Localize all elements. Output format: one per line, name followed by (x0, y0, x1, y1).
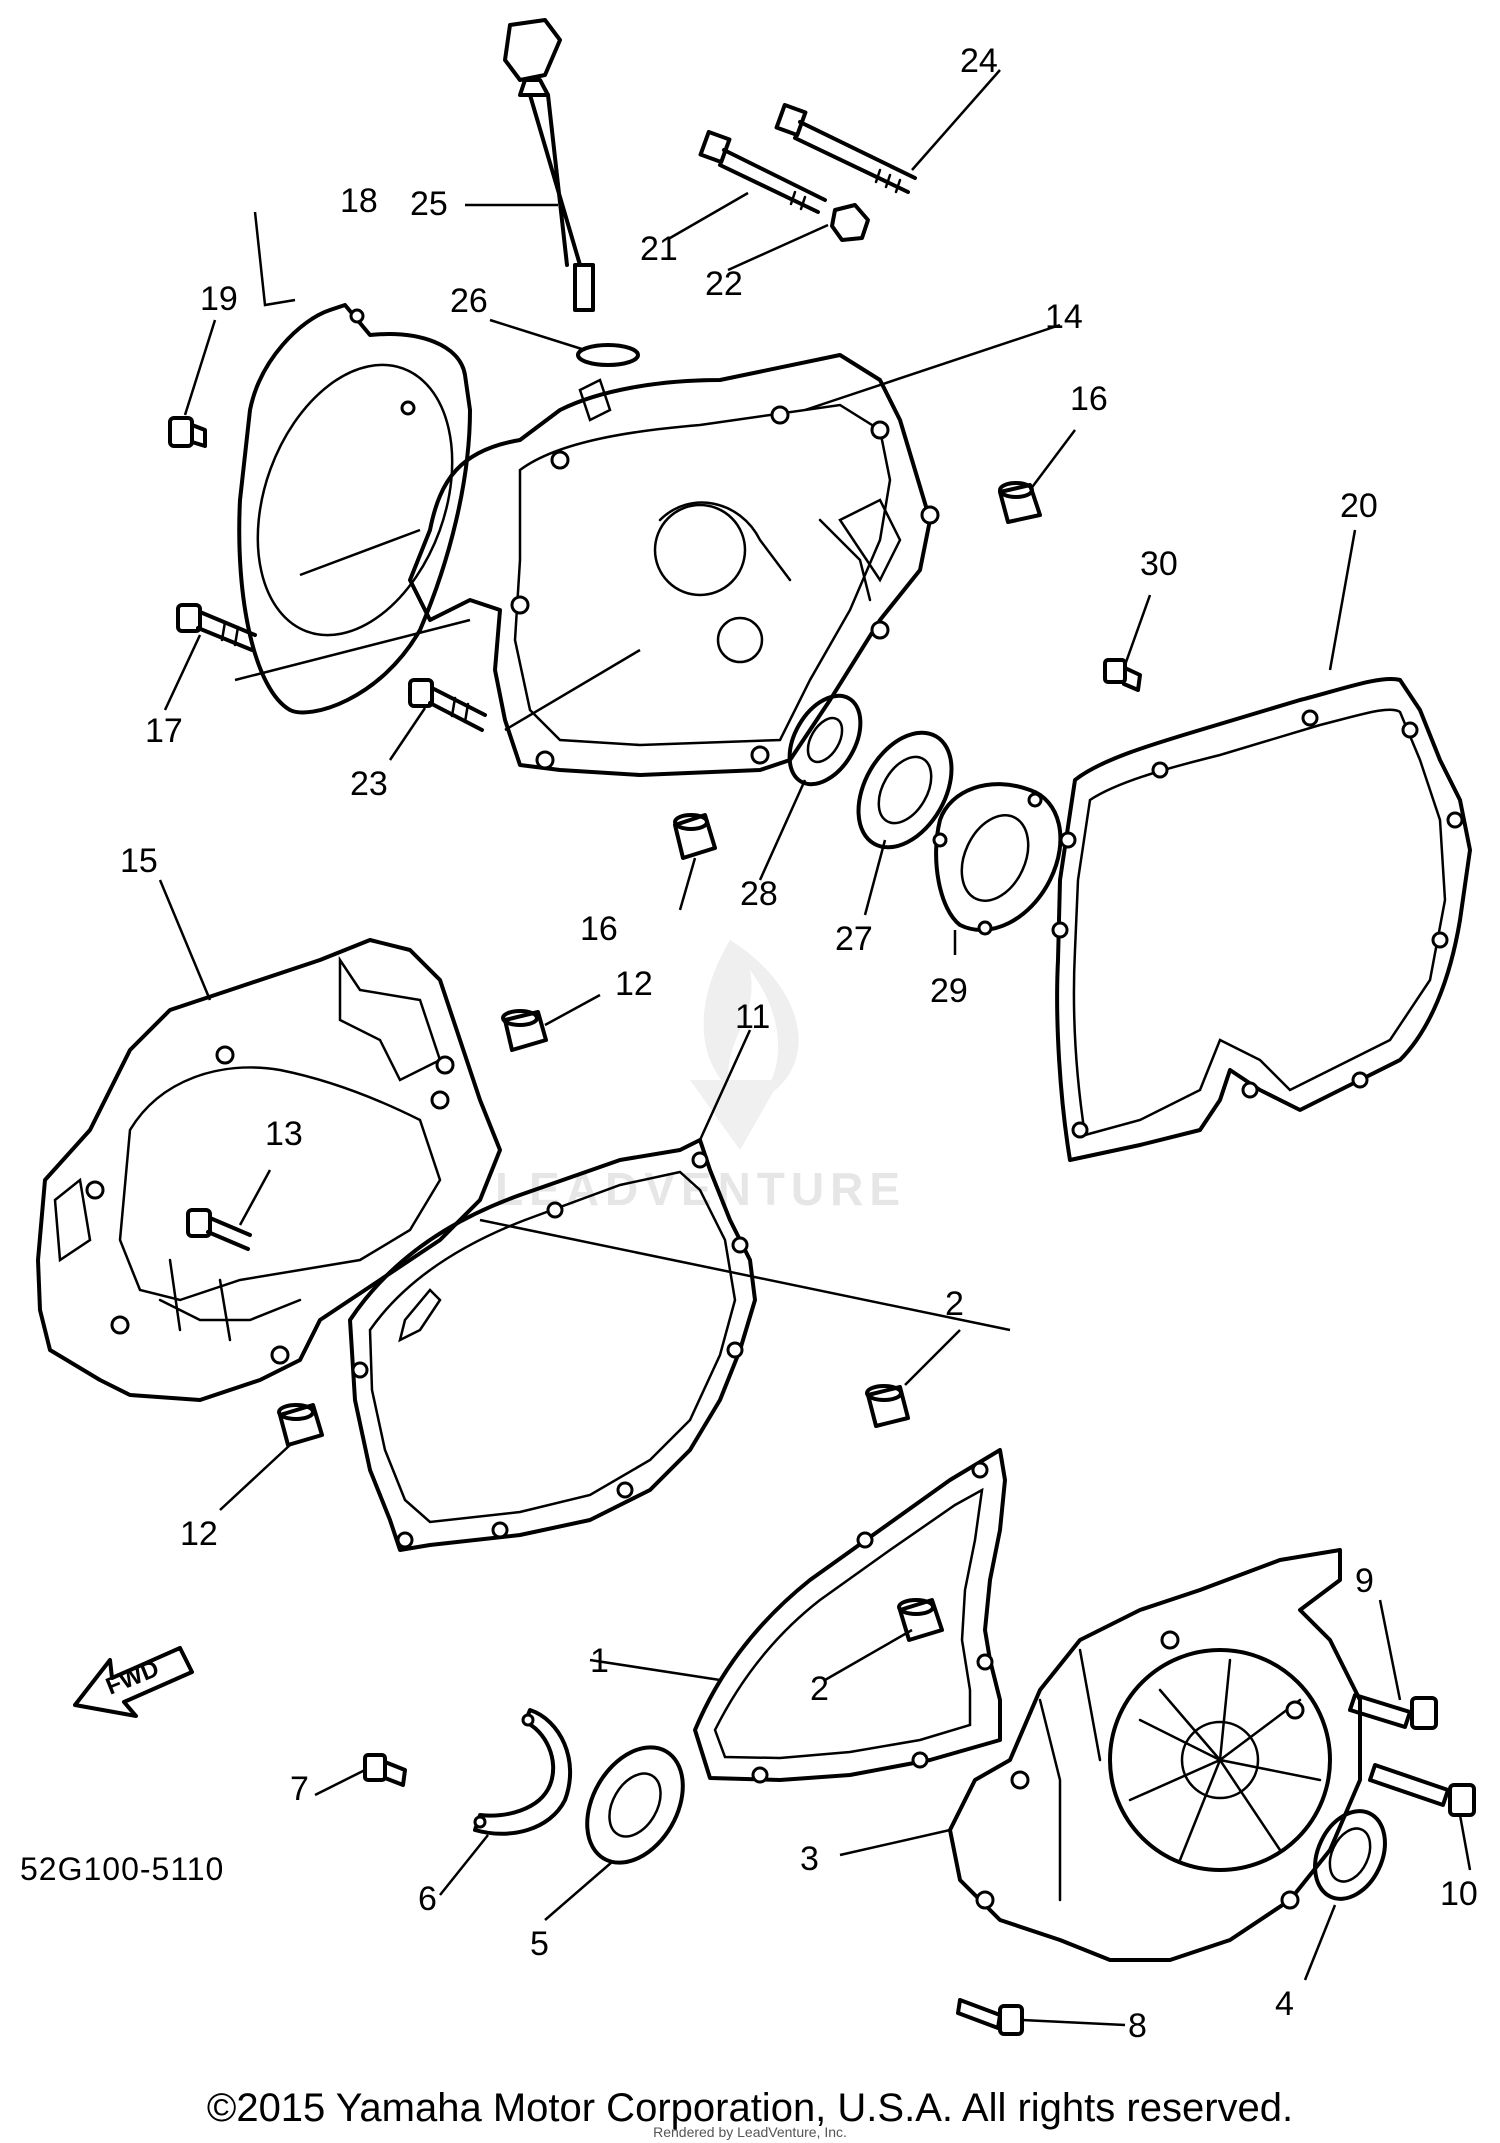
part-5-bearing (585, 1745, 685, 1865)
part-18-cover-plate (237, 303, 472, 715)
part-27-bearing (856, 730, 954, 850)
part-2-dowel-lower (897, 1598, 944, 1642)
part-22-nut (830, 203, 870, 242)
callout-9: 9 (1355, 1562, 1374, 1600)
callout-19: 19 (200, 280, 238, 318)
watermark-flame-logo (703, 940, 799, 1100)
callout-25: 25 (410, 185, 448, 223)
part-3-clutch-cover (948, 1548, 1362, 1962)
part-4-oil-seal (1313, 1809, 1387, 1901)
part-25-dipstick (503, 18, 595, 312)
callout-17: 17 (145, 712, 183, 750)
callout-30: 30 (1140, 545, 1178, 583)
part-13-bolt (186, 1208, 252, 1251)
callout-8: 8 (1128, 2007, 1147, 2045)
rendered-by-notice: Rendered by LeadVenture, Inc. (653, 2124, 847, 2140)
part-19-screw (168, 416, 207, 448)
callout-12a: 12 (615, 965, 653, 1003)
part-23-bolt (408, 678, 487, 732)
part-24-bolt (774, 102, 917, 194)
callout-16b: 16 (580, 910, 618, 948)
part-21-bolt (698, 129, 827, 214)
part-12-dowel-lower (277, 1403, 324, 1447)
part-15-crankcase-cover (36, 938, 502, 1402)
part-7-screw (363, 1753, 407, 1787)
part-26-o-ring (576, 343, 640, 367)
callout-2b: 2 (810, 1670, 829, 1708)
callout-5: 5 (530, 1925, 549, 1963)
part-8-bolt (956, 1998, 1024, 2036)
callout-12b: 12 (180, 1515, 218, 1553)
callout-22: 22 (705, 265, 743, 303)
callout-4: 4 (1275, 1985, 1294, 2023)
part-2-dowel-upper (865, 1384, 910, 1428)
callout-14: 14 (1045, 298, 1083, 336)
fwd-arrow: FWD (73, 1646, 194, 1718)
part-9-bolt (1348, 1693, 1438, 1730)
part-12-dowel-upper (501, 1009, 548, 1052)
part-16-dowel-lower (673, 813, 717, 860)
callout-26: 26 (450, 282, 488, 320)
diagram-code: 52G100-5110 (20, 1851, 224, 1887)
callout-28: 28 (740, 875, 778, 913)
callout-2a: 2 (945, 1285, 964, 1323)
callout-7: 7 (290, 1770, 309, 1808)
part-11-gasket (348, 1138, 757, 1552)
part-1-gasket (693, 1448, 1007, 1784)
part-29-plate (932, 782, 1063, 936)
part-17-bolt (176, 603, 257, 652)
part-14-crankcase-cover (408, 353, 940, 777)
callout-11: 11 (735, 998, 770, 1036)
leader-lines (158, 69, 1472, 2027)
callout-labels: 24 25 21 22 18 19 26 14 16 20 30 17 23 2… (120, 42, 1478, 2045)
callout-15: 15 (120, 842, 158, 880)
part-30-screw (1103, 658, 1142, 692)
part-16-dowel-upper (998, 481, 1042, 524)
callout-13: 13 (265, 1115, 303, 1153)
callout-23: 23 (350, 765, 388, 803)
part-20-gasket (1051, 677, 1472, 1162)
watermark: LEADVENTURE (495, 940, 900, 1215)
callout-3: 3 (800, 1840, 819, 1878)
callout-20: 20 (1340, 487, 1378, 525)
callout-6: 6 (418, 1880, 437, 1918)
callout-10: 10 (1440, 1875, 1478, 1913)
callout-16: 16 (1070, 380, 1108, 418)
copyright-notice: ©2015 Yamaha Motor Corporation, U.S.A. A… (206, 2086, 1294, 2130)
callout-1: 1 (590, 1642, 609, 1680)
part-6-bracket (473, 1708, 572, 1836)
part-10-bolt (1368, 1763, 1476, 1817)
callout-18: 18 (340, 182, 378, 220)
part-28-oil-seal (787, 693, 863, 787)
callout-27: 27 (835, 920, 873, 958)
callout-21: 21 (640, 230, 678, 268)
callout-29: 29 (930, 972, 968, 1010)
callout-24: 24 (960, 42, 998, 80)
